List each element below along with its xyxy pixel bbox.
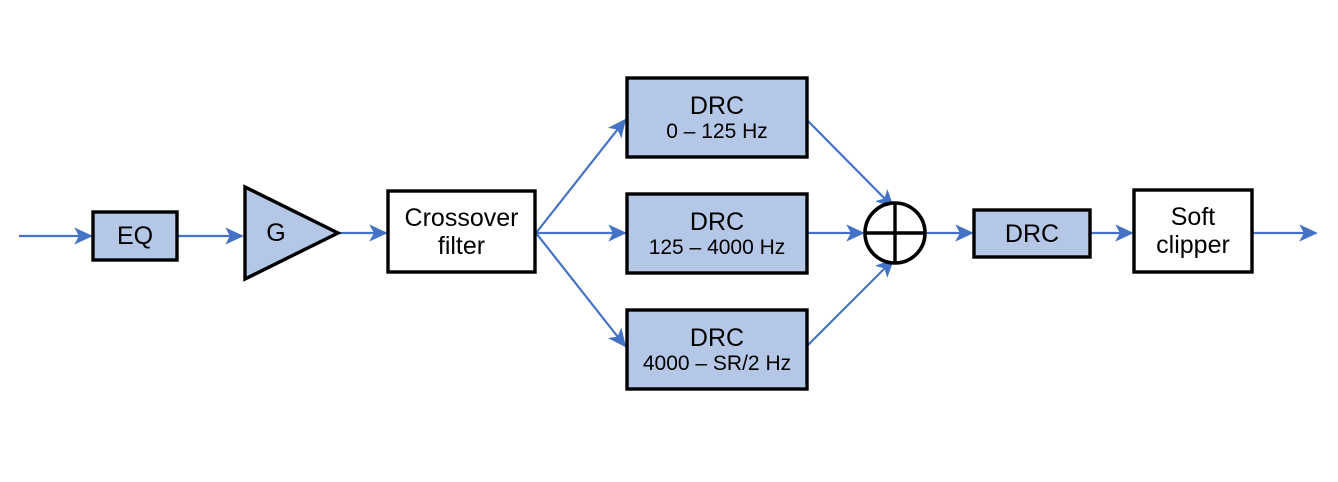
node-soft-clipper[interactable] bbox=[1132, 188, 1254, 274]
connector-group bbox=[19, 118, 1318, 348]
node-eq[interactable] bbox=[91, 210, 179, 262]
node-gain-amplifier[interactable] bbox=[243, 184, 342, 282]
node-crossover-filter[interactable] bbox=[386, 189, 537, 274]
arrow-drc-high-to-summer bbox=[806, 258, 895, 347]
node-drc-low[interactable] bbox=[625, 76, 809, 159]
node-summing-junction[interactable] bbox=[863, 201, 927, 265]
arrow-drc-low-to-summer bbox=[806, 119, 895, 209]
arrow-crossover-to-drc-low bbox=[535, 118, 627, 234]
arrow-crossover-to-drc-high bbox=[535, 232, 627, 348]
node-drc-mid[interactable] bbox=[625, 192, 809, 275]
node-drc-high[interactable] bbox=[625, 308, 809, 391]
node-drc-master[interactable] bbox=[972, 208, 1092, 259]
